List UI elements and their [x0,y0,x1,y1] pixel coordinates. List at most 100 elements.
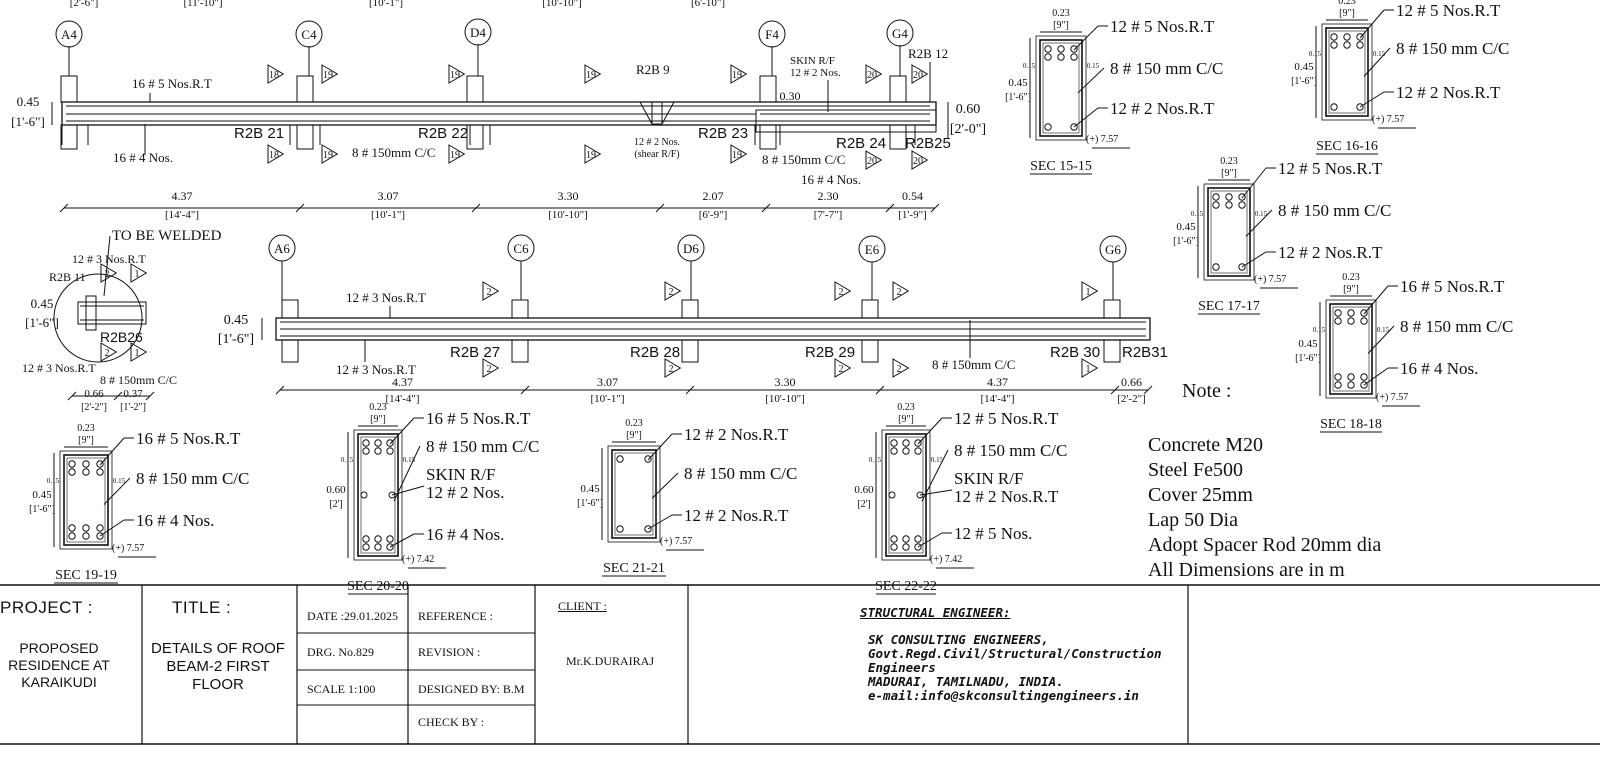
section-inner [1210,190,1248,274]
leader-line [1367,325,1395,354]
cover-label: 0.15 [1313,326,1326,334]
top-bar-dot [1238,201,1246,209]
section-stirrup-label: 8 # 150 mm C/C [136,469,249,488]
section-marker-label: 2 [839,287,844,298]
cantilever-span: 0.37 [123,388,143,400]
section-title: SEC 21-21 [603,561,665,576]
beam-id-r2b9: R2B 9 [636,62,670,77]
cantilever-span-ft: [1'-2"] [120,402,146,413]
leader-line [389,533,415,548]
section-level: (+) 7.57 [1376,392,1408,403]
section-marker-bottom [267,144,285,164]
section-stirrup-label: 8 # 150 mm C/C [954,441,1067,460]
column-stub [681,299,699,319]
top-bar-dot [96,460,104,468]
section-bottom-label: 16 # 4 Nos. [1400,359,1478,378]
beam-1-skin-label: SKIN R/F [790,55,835,67]
top-bar-dot [1356,41,1364,49]
section-depth: 0.60 [854,484,874,496]
section-level: (+) 7.42 [930,554,962,565]
section-stirrup [1325,27,1369,117]
top-bar-dot [1225,201,1233,209]
section-marker-label: 20 [867,156,877,167]
section-bottom-label: 12 # 2 Nos.R.T [1110,99,1215,118]
section-depth-ft: [1'-6"] [1005,92,1031,103]
column-stub [466,75,484,103]
section-marker-label: 18 [269,70,279,81]
column-stub [681,339,699,363]
column-stub [466,124,484,150]
beam-2-depth-ft: [1'-6"] [218,332,254,347]
beam-id-label: R2B 28 [630,344,680,361]
section-top-label: 12 # 2 Nos.R.T [684,425,789,444]
section-level: (+) 7.57 [112,543,144,554]
section-frame [1321,23,1373,121]
bottom-bar-dot [82,524,90,532]
section-depth-ft: [1'-6"] [1291,76,1317,87]
span-value: 2.07 [703,189,724,203]
top-bar-dot [1057,45,1065,53]
dimension-tick [67,391,77,401]
section-marker-label: 2 [669,364,674,375]
beam-id-r2b12: R2B 12 [908,46,948,61]
top-bar-dot [902,439,910,447]
cantilever-support [85,295,97,331]
section-width: 0.23 [1052,8,1070,19]
column-stub [511,299,529,319]
column-stub [60,124,78,150]
bottom-bar-dot [1212,263,1220,271]
beam-id-label: R2B 27 [450,344,500,361]
section-width-ft: [9"] [626,430,642,441]
dimension-tick [761,203,771,213]
beam-2-top-bar-label: 12 # 3 Nos.R.T [346,290,426,305]
beam-id-label: R2B 30 [1050,344,1100,361]
top-bar-dot [1343,41,1351,49]
section-title: SEC 18-18 [1320,417,1382,432]
section-bottom-label: 12 # 2 Nos.R.T [1396,83,1501,102]
section-stirrup [885,433,927,557]
beam-2-bottom-bar-label: 12 # 3 Nos.R.T [336,362,416,377]
top-bar-dot [374,439,382,447]
cover-label: 0.15 [403,456,416,464]
notes-list: Concrete M20 Steel Fe500 Cover 25mm Lap … [1148,433,1381,583]
section-inner [1042,42,1080,134]
leader-line [1359,91,1385,108]
section-level: (+) 7.57 [1372,114,1404,125]
span-value-ft: [10'-10"] [548,209,587,221]
drawing-number: DRG. No.829 [307,645,375,659]
leader-line [1241,167,1267,199]
section-bottom-label: 12 # 5 Nos. [954,524,1032,543]
section-depth: 0.45 [1008,77,1028,89]
section-stirrup [1207,187,1251,277]
dimension-tick [655,203,665,213]
section-skin-label: SKIN R/F [954,469,1023,488]
beam-id-label: R2B 22 [418,125,468,142]
section-depth: 0.45 [580,483,600,495]
top-bar-dot [82,460,90,468]
section-marker-bottom [584,144,602,164]
section-depth: 0.45 [32,489,52,501]
column-stub [281,339,299,363]
bottom-bar-dot [1334,373,1342,381]
section-frame [1325,299,1377,399]
section-inner [614,452,654,536]
section-title: SEC 16-16 [1316,139,1378,154]
top-bar-dot [362,439,370,447]
dimension-tick [1143,385,1153,395]
leader-line [921,449,949,502]
revision-field: REVISION : [418,645,481,659]
top-bar-dot [1360,317,1368,325]
beam-1-depth-ft: [1'-6"] [11,114,45,129]
section-marker-bottom [482,358,500,378]
section-marker-label: 2 [487,287,492,298]
section-marker-label: 2 [487,364,492,375]
span-value: 3.30 [775,375,796,389]
leader-line [103,477,131,505]
top-bar-dot [1334,309,1342,317]
note-line: All Dimensions are in m [1148,559,1345,581]
top-dimension-label: [10'-10"] [542,0,581,9]
leader-line [1363,47,1391,77]
span-value-ft: [14'-4"] [386,393,420,405]
section-marker-label: 19 [450,70,460,81]
grid-label: C4 [301,27,317,42]
